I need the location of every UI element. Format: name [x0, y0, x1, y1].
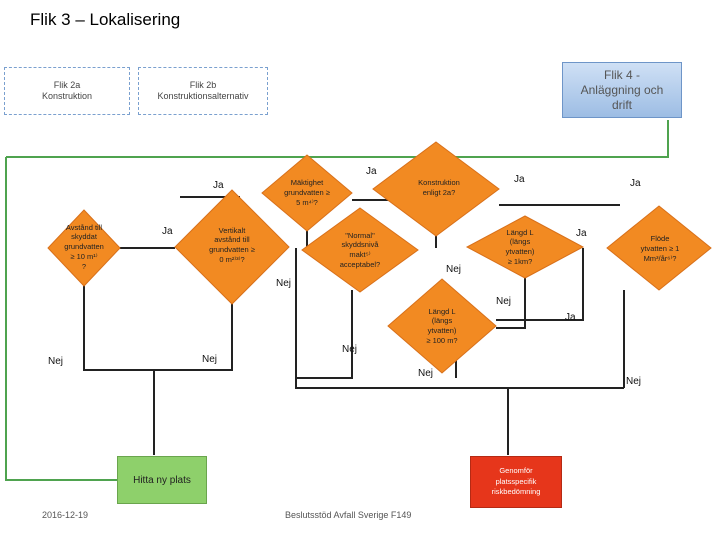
line-d1-newsite	[83, 283, 155, 455]
footer-date: 2016-12-19	[42, 510, 89, 520]
label-nej: Nej	[48, 356, 64, 367]
diamond-length-100m	[387, 278, 497, 374]
decision-surface-flow: Flöde ytvatten ≥ 1 Mm³/år⁶⁾?	[640, 234, 680, 263]
decision-distance-groundwater: Avstånd till skyddat grundvatten ≥ 10 m¹…	[64, 222, 104, 271]
footer-source: Beslutsstöd Avfall Sverige F149	[285, 510, 412, 520]
diamond-construction-2a	[372, 141, 500, 237]
connector-lines	[5, 120, 669, 481]
line-d2-newsite	[154, 305, 233, 371]
diamond-vertical-distance	[174, 189, 290, 305]
label-nej: Nej	[446, 264, 462, 275]
decision-construction-2a: Konstruktion enligt 2a?	[418, 178, 460, 197]
tab-4[interactable]: Flik 4 - Anläggning och drift	[562, 62, 682, 118]
page-title: Flik 3 – Lokalisering	[30, 10, 181, 29]
decision-protection-level: "Normal" skyddsnivå makt⁵⁾ acceptabel?	[339, 230, 381, 269]
tab-2b[interactable]: Flik 2b Konstruktionsalternativ	[138, 67, 268, 115]
decision-length-100m: Längd L (längs ytvatten) ≥ 100 m?	[426, 306, 458, 345]
diamond-groundwater-thickness	[261, 154, 353, 232]
line-d6-d8	[496, 276, 526, 329]
connector-top	[6, 120, 669, 158]
diamond-length-1km	[465, 215, 585, 279]
label-nej: Nej	[418, 368, 434, 379]
label-ja: Ja	[213, 180, 224, 191]
line-d6-ja	[496, 248, 584, 321]
decision-length-1km: Längd L (längs ytvatten) ≥ 1km?	[505, 227, 535, 266]
line-d4-down	[296, 290, 353, 379]
diamond-distance-groundwater	[47, 209, 121, 287]
decision-vertical-distance: Vertikalt avstånd till grundvatten ≥ 0 m…	[209, 225, 255, 264]
label-ja: Ja	[366, 166, 377, 177]
label-nej: Nej	[496, 296, 512, 307]
outcome-new-site[interactable]: Hitta ny plats	[117, 456, 207, 504]
label-ja: Ja	[630, 178, 641, 189]
line-nej-bottom	[295, 248, 624, 389]
connector-left	[5, 157, 117, 481]
flow-lines	[83, 196, 625, 455]
diamond-protection-level	[301, 207, 419, 293]
label-nej: Nej	[276, 278, 292, 289]
label-ja: Ja	[162, 226, 173, 237]
tab-2a[interactable]: Flik 2a Konstruktion	[4, 67, 130, 115]
outcome-risk-assessment[interactable]: Genomför platsspecifik riskbedömning	[470, 456, 562, 508]
decision-groundwater-thickness: Mäktighet grundvatten ≥ 5 m⁴⁾?	[284, 178, 330, 207]
label-ja: Ja	[514, 174, 525, 185]
label-ja: Ja	[565, 312, 576, 323]
label-ja: Ja	[576, 228, 587, 239]
label-nej: Nej	[342, 344, 358, 355]
diamond-surface-flow	[606, 205, 712, 291]
label-nej: Nej	[626, 376, 642, 387]
label-nej: Nej	[202, 354, 218, 365]
